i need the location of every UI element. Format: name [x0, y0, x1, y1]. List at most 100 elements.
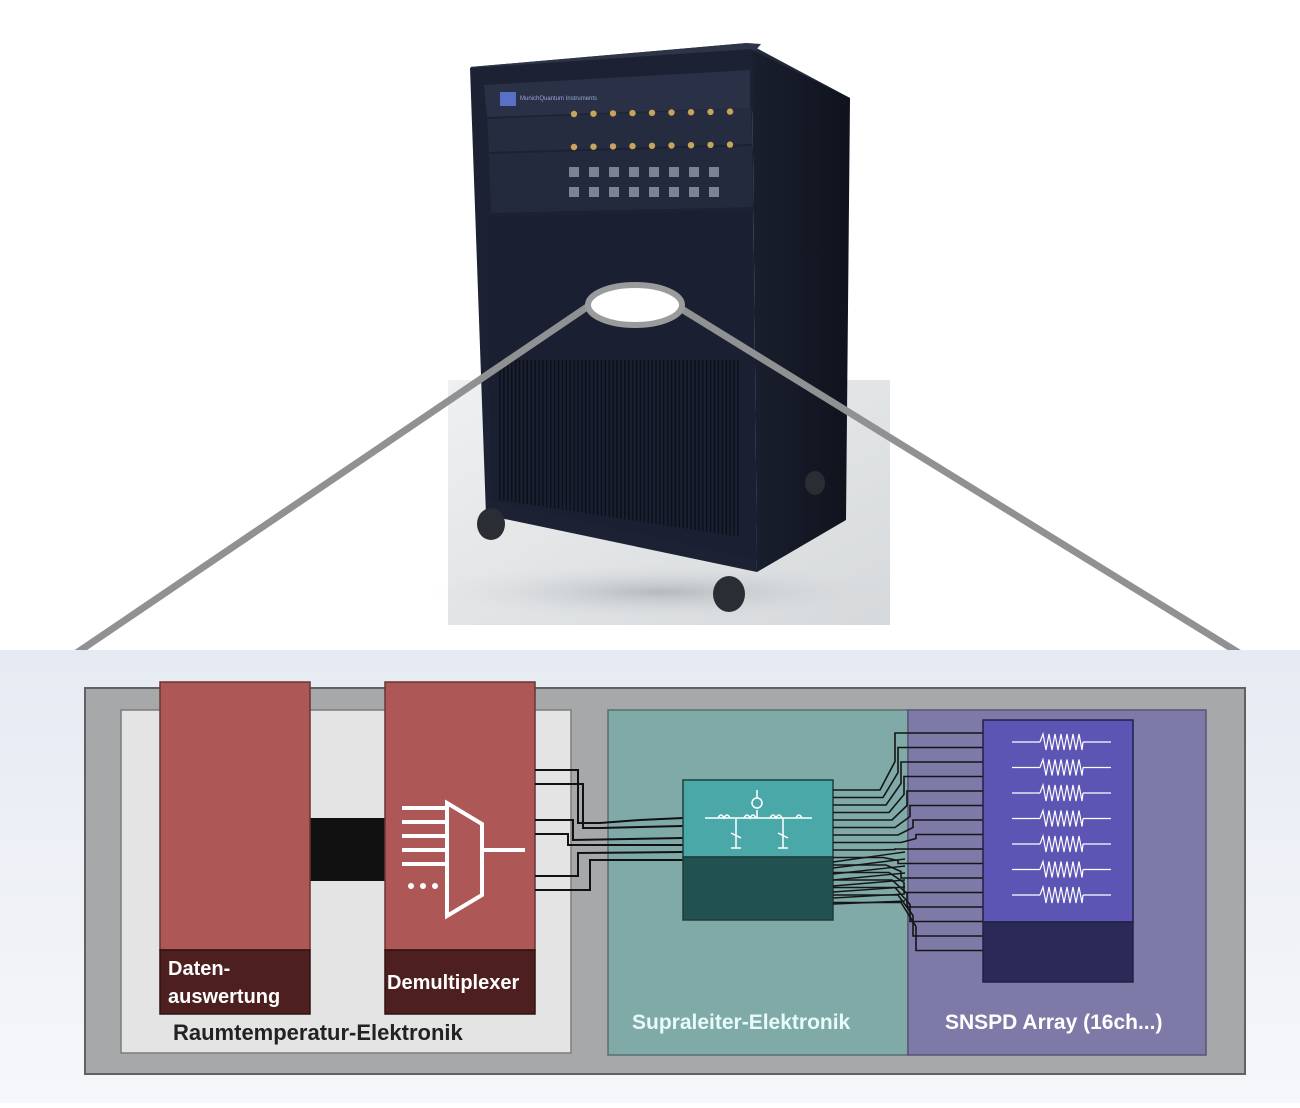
port-connector-icon [629, 187, 639, 197]
snspd-chip-base [982, 921, 1134, 983]
demux-symbol-icon [402, 799, 525, 920]
sma-connector-icon [707, 141, 714, 149]
demux-dots-icon [408, 883, 438, 889]
ribbon-wire [833, 746, 983, 799]
meander-wire [1039, 782, 1084, 802]
ribbon-wire [833, 879, 983, 908]
rack-wheel [805, 471, 825, 495]
ribbon-wire [833, 761, 983, 806]
sma-connector-icon [668, 142, 675, 149]
ribbon-wire [833, 804, 983, 829]
ribbon-wire [832, 893, 906, 899]
sma-connector-icon [629, 142, 636, 150]
port-connector-icon [669, 187, 679, 197]
ribbon-wire [832, 858, 906, 869]
ribbon-wire [833, 775, 983, 814]
rack-module-1 [484, 70, 750, 117]
zoom-line-left [42, 302, 592, 678]
sma-connector-icon [629, 109, 636, 117]
ribbon-wire [833, 871, 983, 894]
meander-wire [1039, 833, 1084, 853]
port-connector-icon [629, 167, 639, 177]
superconducting-chip-base [682, 856, 834, 921]
sma-connector-icon [590, 143, 597, 150]
data-bus [309, 818, 389, 881]
port-connector-icon [649, 167, 659, 177]
demux-label: Demultiplexer [387, 972, 520, 994]
ribbon-wire [832, 851, 906, 863]
ribbon-wire [833, 790, 983, 821]
sfq-circuit-icon [705, 790, 812, 849]
port-connector-icon [569, 187, 579, 197]
port-connector-icon [569, 167, 579, 177]
sma-connector-icon [726, 141, 734, 148]
meander-wire [1039, 731, 1084, 751]
port-connector-icon [589, 187, 599, 197]
rack-wheel [477, 508, 505, 540]
meander-wire [1039, 808, 1084, 827]
port-connector-icon [689, 167, 699, 177]
ribbon-wire [833, 819, 983, 836]
superconducting-label: Supraleiter-Elektronik [632, 1011, 851, 1034]
sma-connector-icon [648, 142, 656, 149]
snspd-chip [982, 719, 1134, 923]
ribbon-wire [832, 872, 906, 881]
brand-logo-text: MunichQuantum Instruments [520, 96, 597, 102]
sma-connector-icon [687, 142, 695, 149]
meander-wire [1039, 884, 1084, 904]
sma-connector-icon [570, 110, 578, 118]
port-connector-icon [689, 187, 699, 197]
data-eval-label-bar [159, 949, 311, 1015]
rack-module-2 [487, 108, 752, 152]
port-connector-icon [709, 167, 719, 177]
room-temp-label: Raumtemperatur-Elektronik [173, 1020, 463, 1045]
rack-side [752, 50, 850, 572]
sma-connector-icon [609, 110, 617, 117]
rack-module-3 [489, 146, 753, 213]
ribbon-wire [833, 848, 983, 851]
meander-wire [1039, 757, 1084, 776]
ribbon-wire [832, 886, 906, 893]
sma-connector-icon [668, 109, 675, 116]
port-connector-icon [669, 167, 679, 177]
ribbon-wire [832, 865, 906, 875]
sma-connector-icon [687, 109, 695, 116]
rack-vent [499, 360, 739, 537]
zoom-line-right [678, 305, 1280, 680]
data-eval-label: Daten- auswertung [168, 955, 280, 1011]
meander-wire [1039, 859, 1084, 878]
data-eval-label-line1: Daten- [168, 958, 231, 980]
rack-connectors [569, 108, 734, 197]
ribbon-wire [833, 886, 983, 923]
sma-connector-icon [570, 143, 578, 151]
ribbon-wire [833, 732, 983, 791]
brand-logo-icon [500, 92, 516, 106]
snspd-meanders-icon [1012, 731, 1111, 904]
port-connector-icon [609, 167, 619, 177]
sma-connector-icon [609, 143, 617, 150]
ribbon-wires [832, 732, 983, 952]
sma-connector-icon [590, 110, 597, 117]
demux-label-bar [384, 949, 536, 1015]
data-eval-label-line2: auswertung [168, 986, 281, 1008]
sma-connector-icon [707, 108, 714, 116]
demux-wires [535, 769, 684, 891]
sma-connector-icon [648, 109, 656, 117]
port-connector-icon [649, 187, 659, 197]
ribbon-wire [833, 833, 983, 844]
ribbon-wire [832, 879, 906, 887]
ribbon-wire [832, 900, 906, 905]
port-connector-icon [709, 187, 719, 197]
zoom-ellipse [585, 282, 685, 328]
rack-cabinet: MunichQuantum Instruments [470, 43, 850, 612]
port-connector-icon [589, 167, 599, 177]
rack-wheel [713, 576, 745, 612]
sma-connector-icon [726, 108, 734, 115]
demux-block [384, 681, 536, 951]
ribbon-wire [833, 864, 983, 879]
port-connector-icon [609, 187, 619, 197]
data-eval-block [159, 681, 311, 951]
rack-shadow [430, 564, 890, 620]
